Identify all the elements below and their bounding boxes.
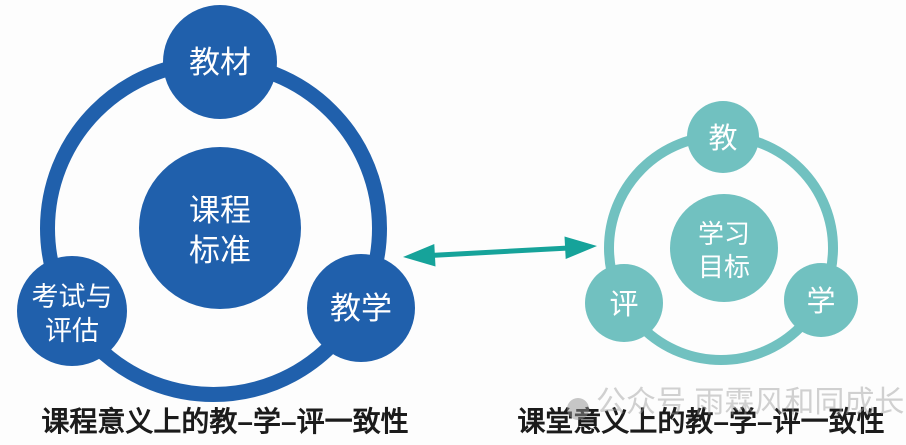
double-arrow [403,236,597,267]
watermark-avatar-icon [567,398,589,420]
curriculum-center-circle [139,147,301,309]
classroom-node-teach [687,101,759,173]
classroom-node-evaluate [585,264,663,342]
classroom-node-teach-label: 教 [708,122,737,155]
classroom-center-label-line2: 目标 [698,252,750,282]
curriculum-node-teaching [307,254,415,362]
curriculum-node-teaching-label: 教学 [330,291,392,326]
double-arrow-right-head [564,236,597,259]
curriculum-caption: 课程意义上的教–学–评一致性 [41,405,408,437]
classroom-node-learn [784,263,858,337]
curriculum-center-label-line2: 标准 [189,233,251,268]
double-arrow-left-head [403,244,436,267]
classroom-center-label-line1: 学习 [698,219,750,249]
watermark-text: 公众号 雨霖风和同成长 [596,386,904,419]
curriculum-node-textbook-label: 教材 [189,45,251,80]
double-arrow-shaft [429,245,570,258]
classroom-diagram: 学习 目标 教 评 学 课堂意义上的教–学–评一致性 [517,101,885,437]
watermark: 公众号 雨霖风和同成长 [567,386,904,420]
curriculum-node-assessment [17,256,127,366]
curriculum-node-textbook [163,5,277,119]
curriculum-diagram: 课程 标准 教材 考试与 评估 教学 课程意义上的教–学–评一致性 [17,5,415,437]
curriculum-node-assessment-label-line2: 评估 [45,316,99,346]
curriculum-center-label-line1: 课程 [189,193,251,228]
classroom-center-circle [670,194,778,302]
classroom-node-learn-label: 学 [806,285,835,318]
curriculum-node-assessment-label-line1: 考试与 [32,282,113,312]
classroom-node-evaluate-label: 评 [609,289,638,321]
